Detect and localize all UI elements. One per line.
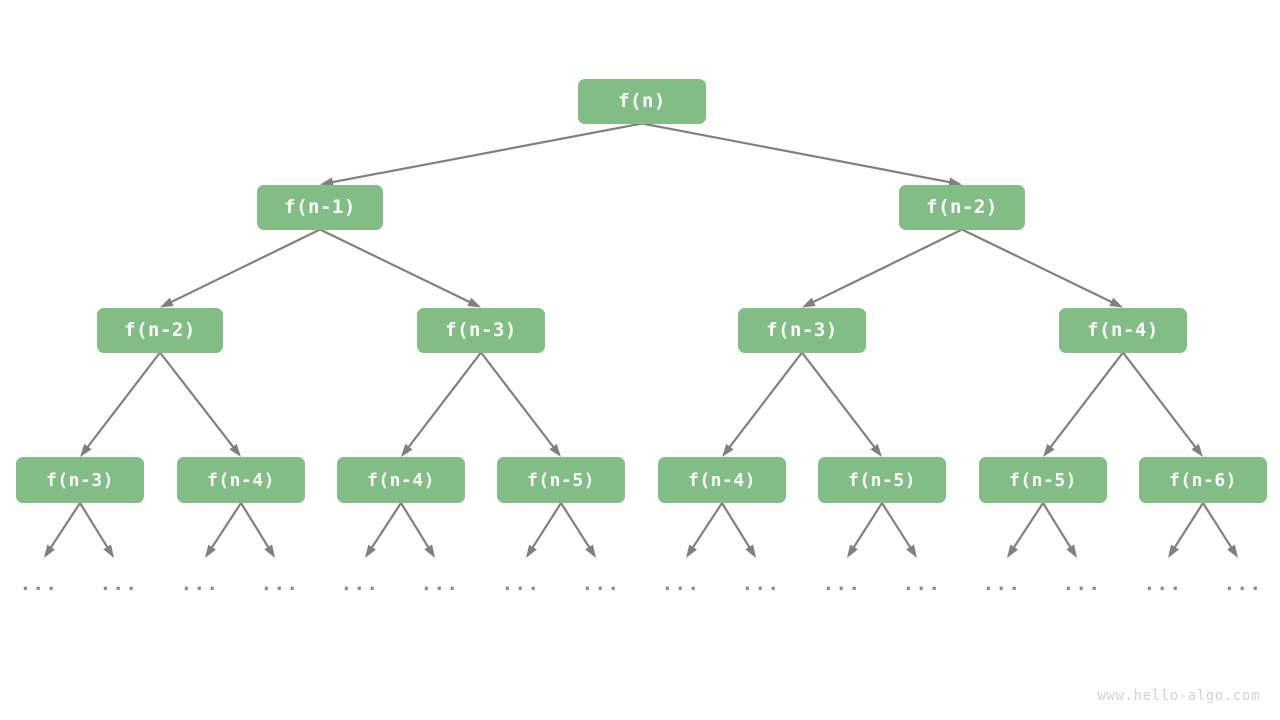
edge-n8-to-leaf-2 <box>205 502 242 558</box>
tree-node-n4: f(n-3) <box>417 307 545 353</box>
edge-n12-to-leaf-11 <box>881 502 917 558</box>
tree-node-n14: f(n-6) <box>1139 457 1267 503</box>
edge-n13-to-leaf-13 <box>1042 502 1077 558</box>
edge-n0-to-n2 <box>641 122 962 187</box>
tree-node-n6: f(n-4) <box>1059 307 1187 353</box>
leaf-ellipsis: ... <box>1062 573 1102 595</box>
edge-n9-to-leaf-4 <box>365 502 402 558</box>
leaf-ellipsis: ... <box>501 573 541 595</box>
leaf-ellipsis: ... <box>902 573 942 595</box>
edge-n6-to-n13 <box>1043 351 1124 457</box>
watermark: www.hello-algo.com <box>1097 688 1260 704</box>
edge-n11-to-leaf-8 <box>686 502 723 558</box>
edge-n3-to-n8 <box>159 351 241 457</box>
leaf-ellipsis: ... <box>180 573 220 595</box>
edge-n13-to-leaf-12 <box>1007 502 1044 558</box>
edge-n2-to-n5 <box>802 228 963 308</box>
edge-n7-to-leaf-0 <box>44 502 81 558</box>
leaf-ellipsis: ... <box>420 573 460 595</box>
edge-n1-to-n3 <box>160 228 321 308</box>
leaf-ellipsis: ... <box>19 573 59 595</box>
tree-node-n3: f(n-2) <box>97 307 223 353</box>
tree-node-n0: f(n) <box>578 78 706 124</box>
edge-n6-to-n14 <box>1122 351 1203 457</box>
tree-node-n9: f(n-4) <box>337 457 465 503</box>
tree-node-n8: f(n-4) <box>177 457 305 503</box>
leaf-ellipsis: ... <box>741 573 781 595</box>
leaf-ellipsis: ... <box>340 573 380 595</box>
edge-n14-to-leaf-15 <box>1202 502 1238 558</box>
tree-node-n5: f(n-3) <box>738 307 866 353</box>
tree-node-n1: f(n-1) <box>257 184 383 230</box>
leaf-ellipsis: ... <box>661 573 701 595</box>
edge-n4-to-n10 <box>480 351 561 457</box>
edge-n10-to-leaf-6 <box>526 502 562 558</box>
leaf-ellipsis: ... <box>982 573 1022 595</box>
edge-n8-to-leaf-3 <box>240 502 275 558</box>
edge-n2-to-n6 <box>961 228 1123 308</box>
leaf-ellipsis: ... <box>1143 573 1183 595</box>
tree-node-n12: f(n-5) <box>818 457 946 503</box>
leaf-ellipsis: ... <box>1223 573 1263 595</box>
tree-node-n11: f(n-4) <box>658 457 786 503</box>
edge-n14-to-leaf-14 <box>1168 502 1204 558</box>
edge-n7-to-leaf-1 <box>79 502 114 558</box>
tree-node-n7: f(n-3) <box>16 457 144 503</box>
tree-node-n13: f(n-5) <box>979 457 1107 503</box>
edge-n10-to-leaf-7 <box>560 502 596 558</box>
edge-n5-to-n12 <box>801 351 882 457</box>
leaf-ellipsis: ... <box>99 573 139 595</box>
edge-n4-to-n9 <box>401 351 482 457</box>
edge-n5-to-n11 <box>722 351 803 457</box>
leaf-ellipsis: ... <box>581 573 621 595</box>
leaf-ellipsis: ... <box>822 573 862 595</box>
edge-n1-to-n4 <box>319 228 481 308</box>
edge-n11-to-leaf-9 <box>721 502 756 558</box>
tree-node-n2: f(n-2) <box>899 184 1025 230</box>
edge-n12-to-leaf-10 <box>847 502 883 558</box>
edge-n3-to-n7 <box>80 351 161 457</box>
tree-node-n10: f(n-5) <box>497 457 625 503</box>
edge-n9-to-leaf-5 <box>400 502 435 558</box>
edge-n0-to-n1 <box>320 122 643 187</box>
leaf-ellipsis: ... <box>260 573 300 595</box>
